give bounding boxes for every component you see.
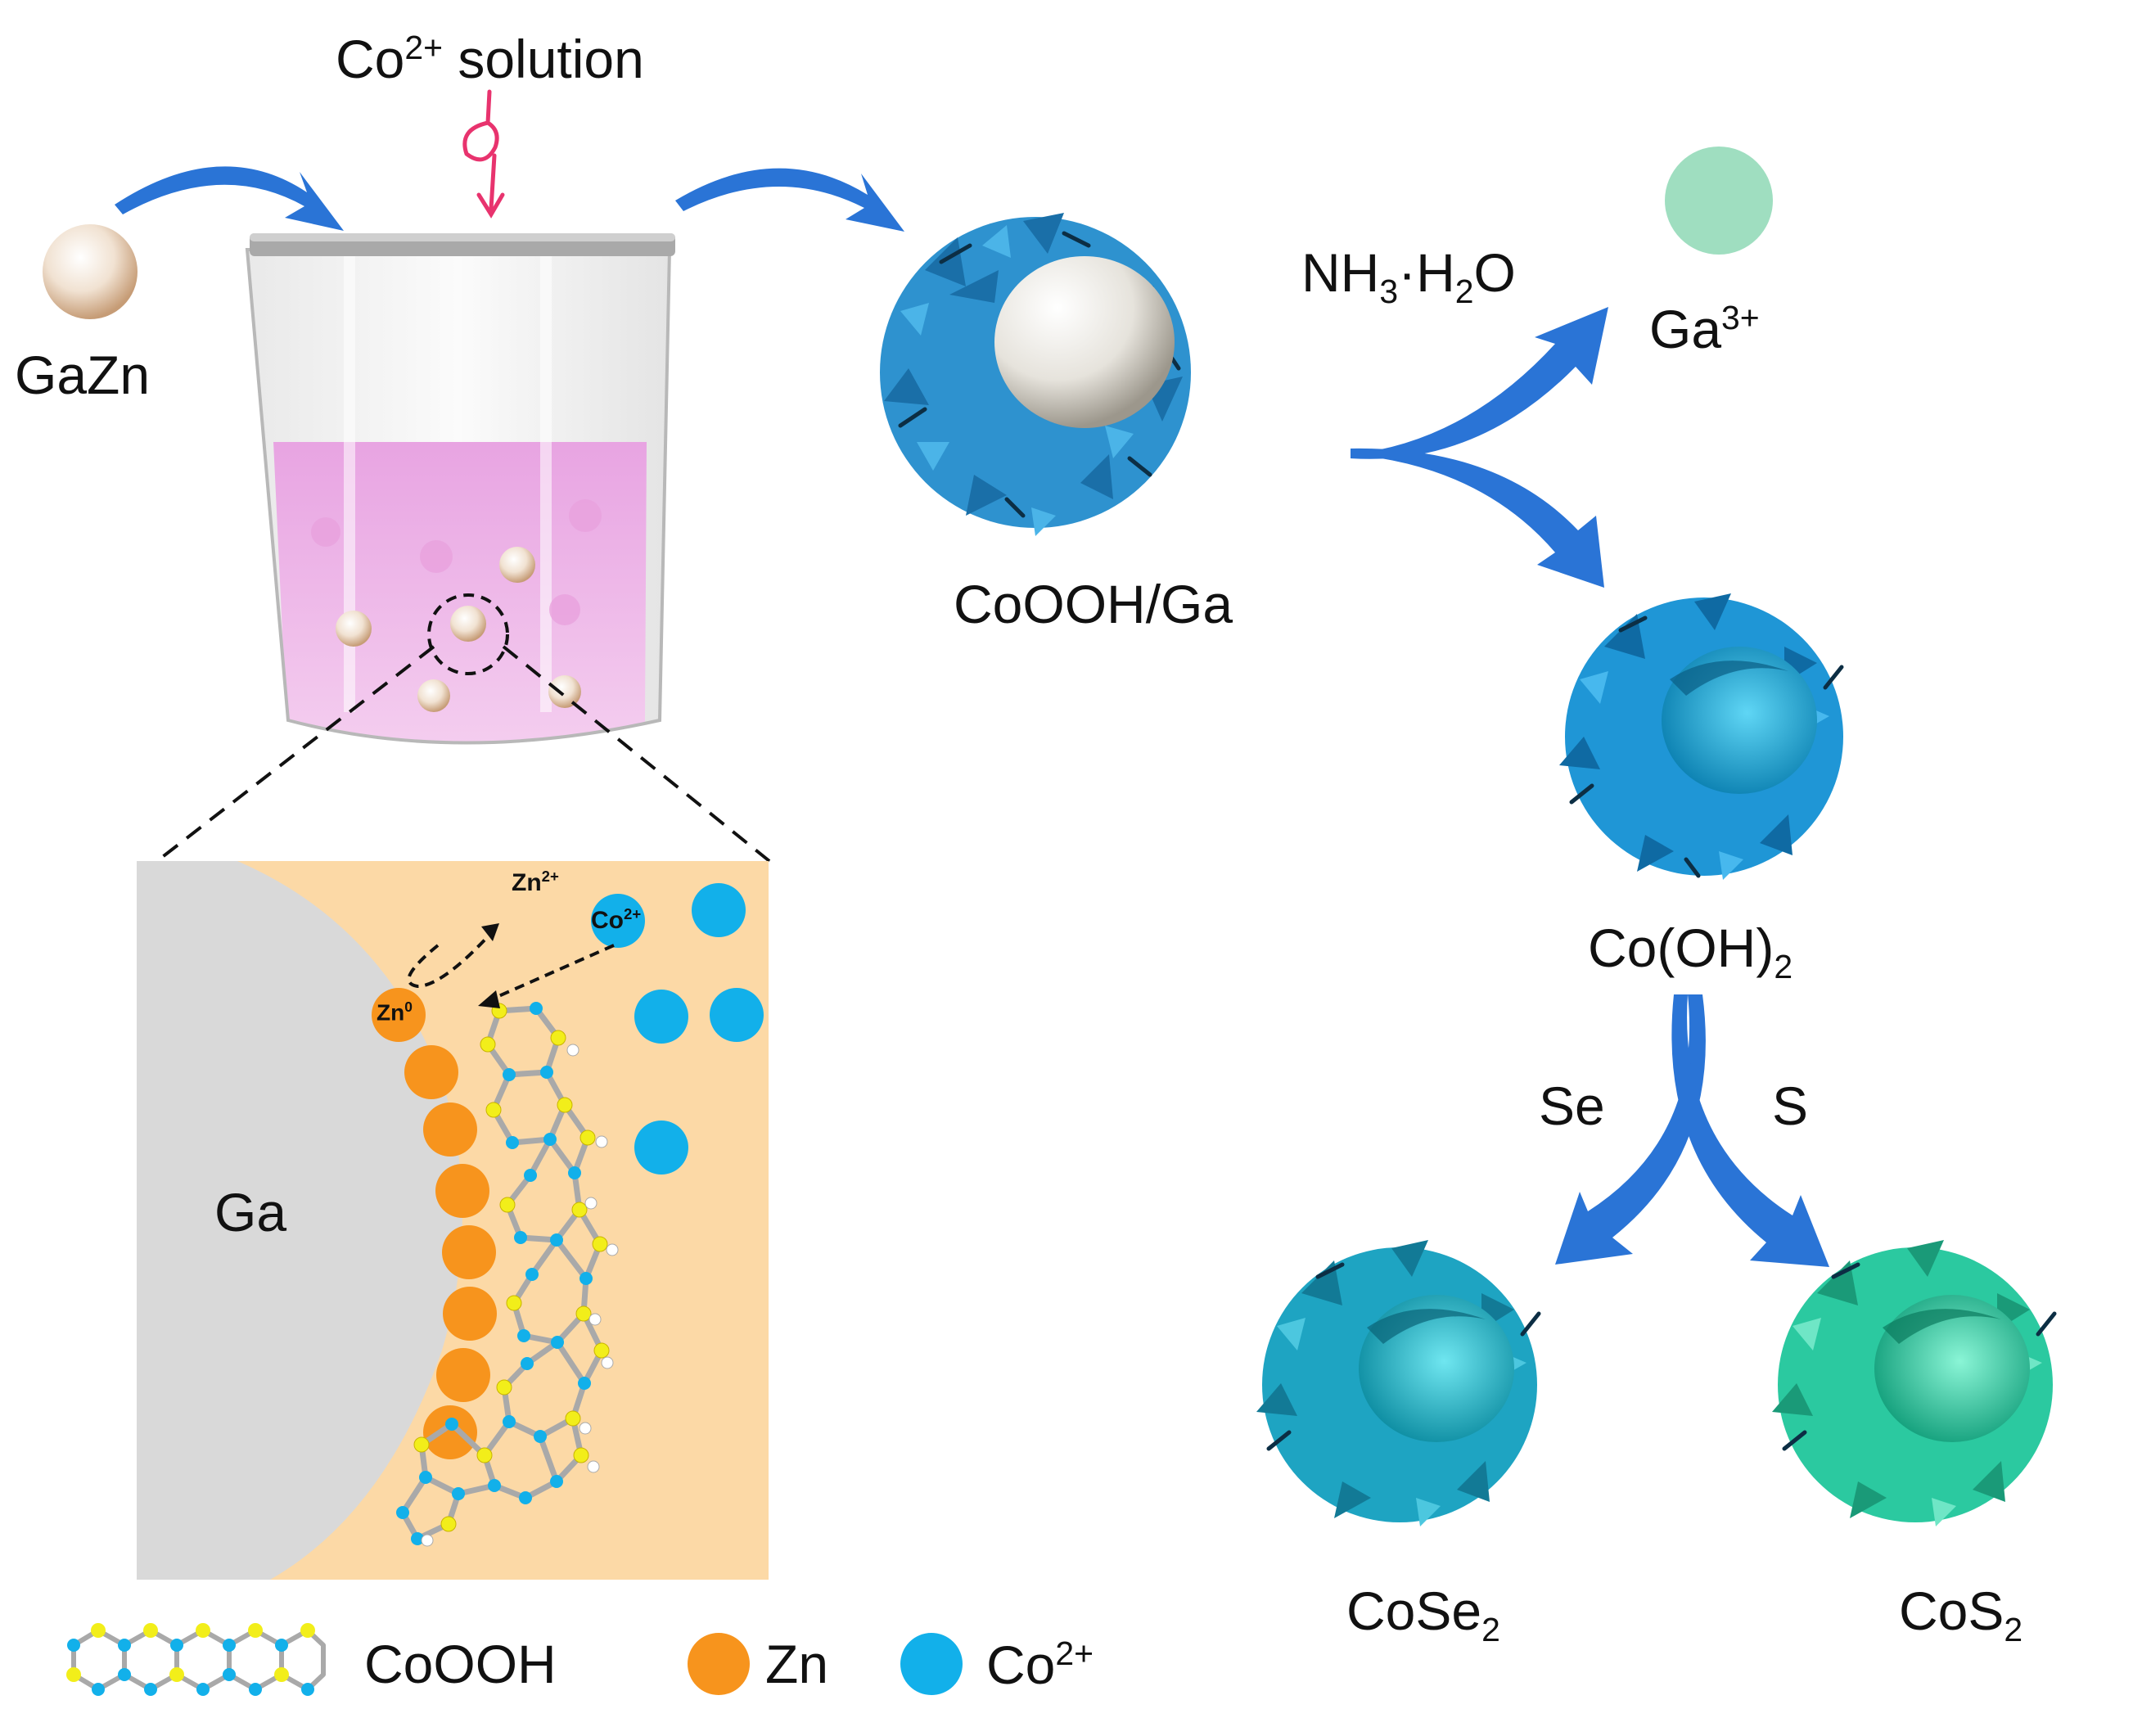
zoom-circle — [427, 593, 509, 675]
dropper-icon — [462, 89, 505, 219]
arrow-beaker-to-cooohga — [675, 168, 904, 232]
zn2-release-arrow — [407, 931, 493, 989]
arrow-to-cos2 — [1671, 994, 1829, 1267]
cooh2-particle — [1559, 593, 1844, 880]
co-ions — [591, 883, 764, 1175]
legend-co-label: Co2+ — [986, 1635, 1094, 1695]
cooh-atoms-yellow — [413, 1003, 610, 1532]
cooh-atoms-blue — [396, 1002, 593, 1545]
co2-approach-arrow — [489, 944, 615, 1002]
legend-co-swatch — [900, 1633, 963, 1695]
label-nh3-h2o: NH3·H2O — [1301, 242, 1516, 311]
interface-inset — [137, 861, 769, 1580]
gazn-droplet — [43, 224, 138, 319]
legend-zn-swatch — [688, 1633, 750, 1695]
label-gazn: GaZn — [15, 345, 151, 405]
label-s: S — [1772, 1075, 1809, 1136]
label-ga3: Ga3+ — [1649, 299, 1760, 359]
arrow-gazn-to-beaker — [115, 166, 344, 231]
label-se: Se — [1539, 1075, 1605, 1136]
label-cose2: CoSe2 — [1346, 1580, 1500, 1649]
beaker — [245, 233, 675, 745]
label-zn2: Zn2+ — [512, 868, 559, 896]
cooh-atoms-white — [421, 1044, 619, 1547]
label-cos2: CoS2 — [1899, 1580, 2023, 1649]
label-ga: Ga — [214, 1182, 287, 1242]
legend-zn-label: Zn — [765, 1634, 829, 1694]
legend-cooh-label: CoOOH — [364, 1634, 557, 1694]
arrow-to-cooh2 — [1351, 448, 1604, 588]
legend — [66, 1623, 963, 1696]
ga3-ion — [1665, 147, 1773, 255]
label-cooh2: Co(OH)2 — [1588, 918, 1793, 986]
arrow-to-ga3 — [1351, 307, 1608, 459]
cos2-particle — [1772, 1240, 2057, 1526]
arrow-to-cose2 — [1555, 994, 1706, 1265]
zn-atoms — [372, 988, 497, 1459]
label-cooohga: CoOOH/Ga — [954, 574, 1233, 634]
cooohga-particle — [880, 213, 1191, 536]
label-co-solution: Co2+ solution — [336, 29, 644, 89]
cose2-particle — [1256, 1240, 1541, 1526]
label-co2-inset: Co2+ — [591, 905, 642, 934]
label-zn0: Zn0 — [377, 999, 413, 1026]
